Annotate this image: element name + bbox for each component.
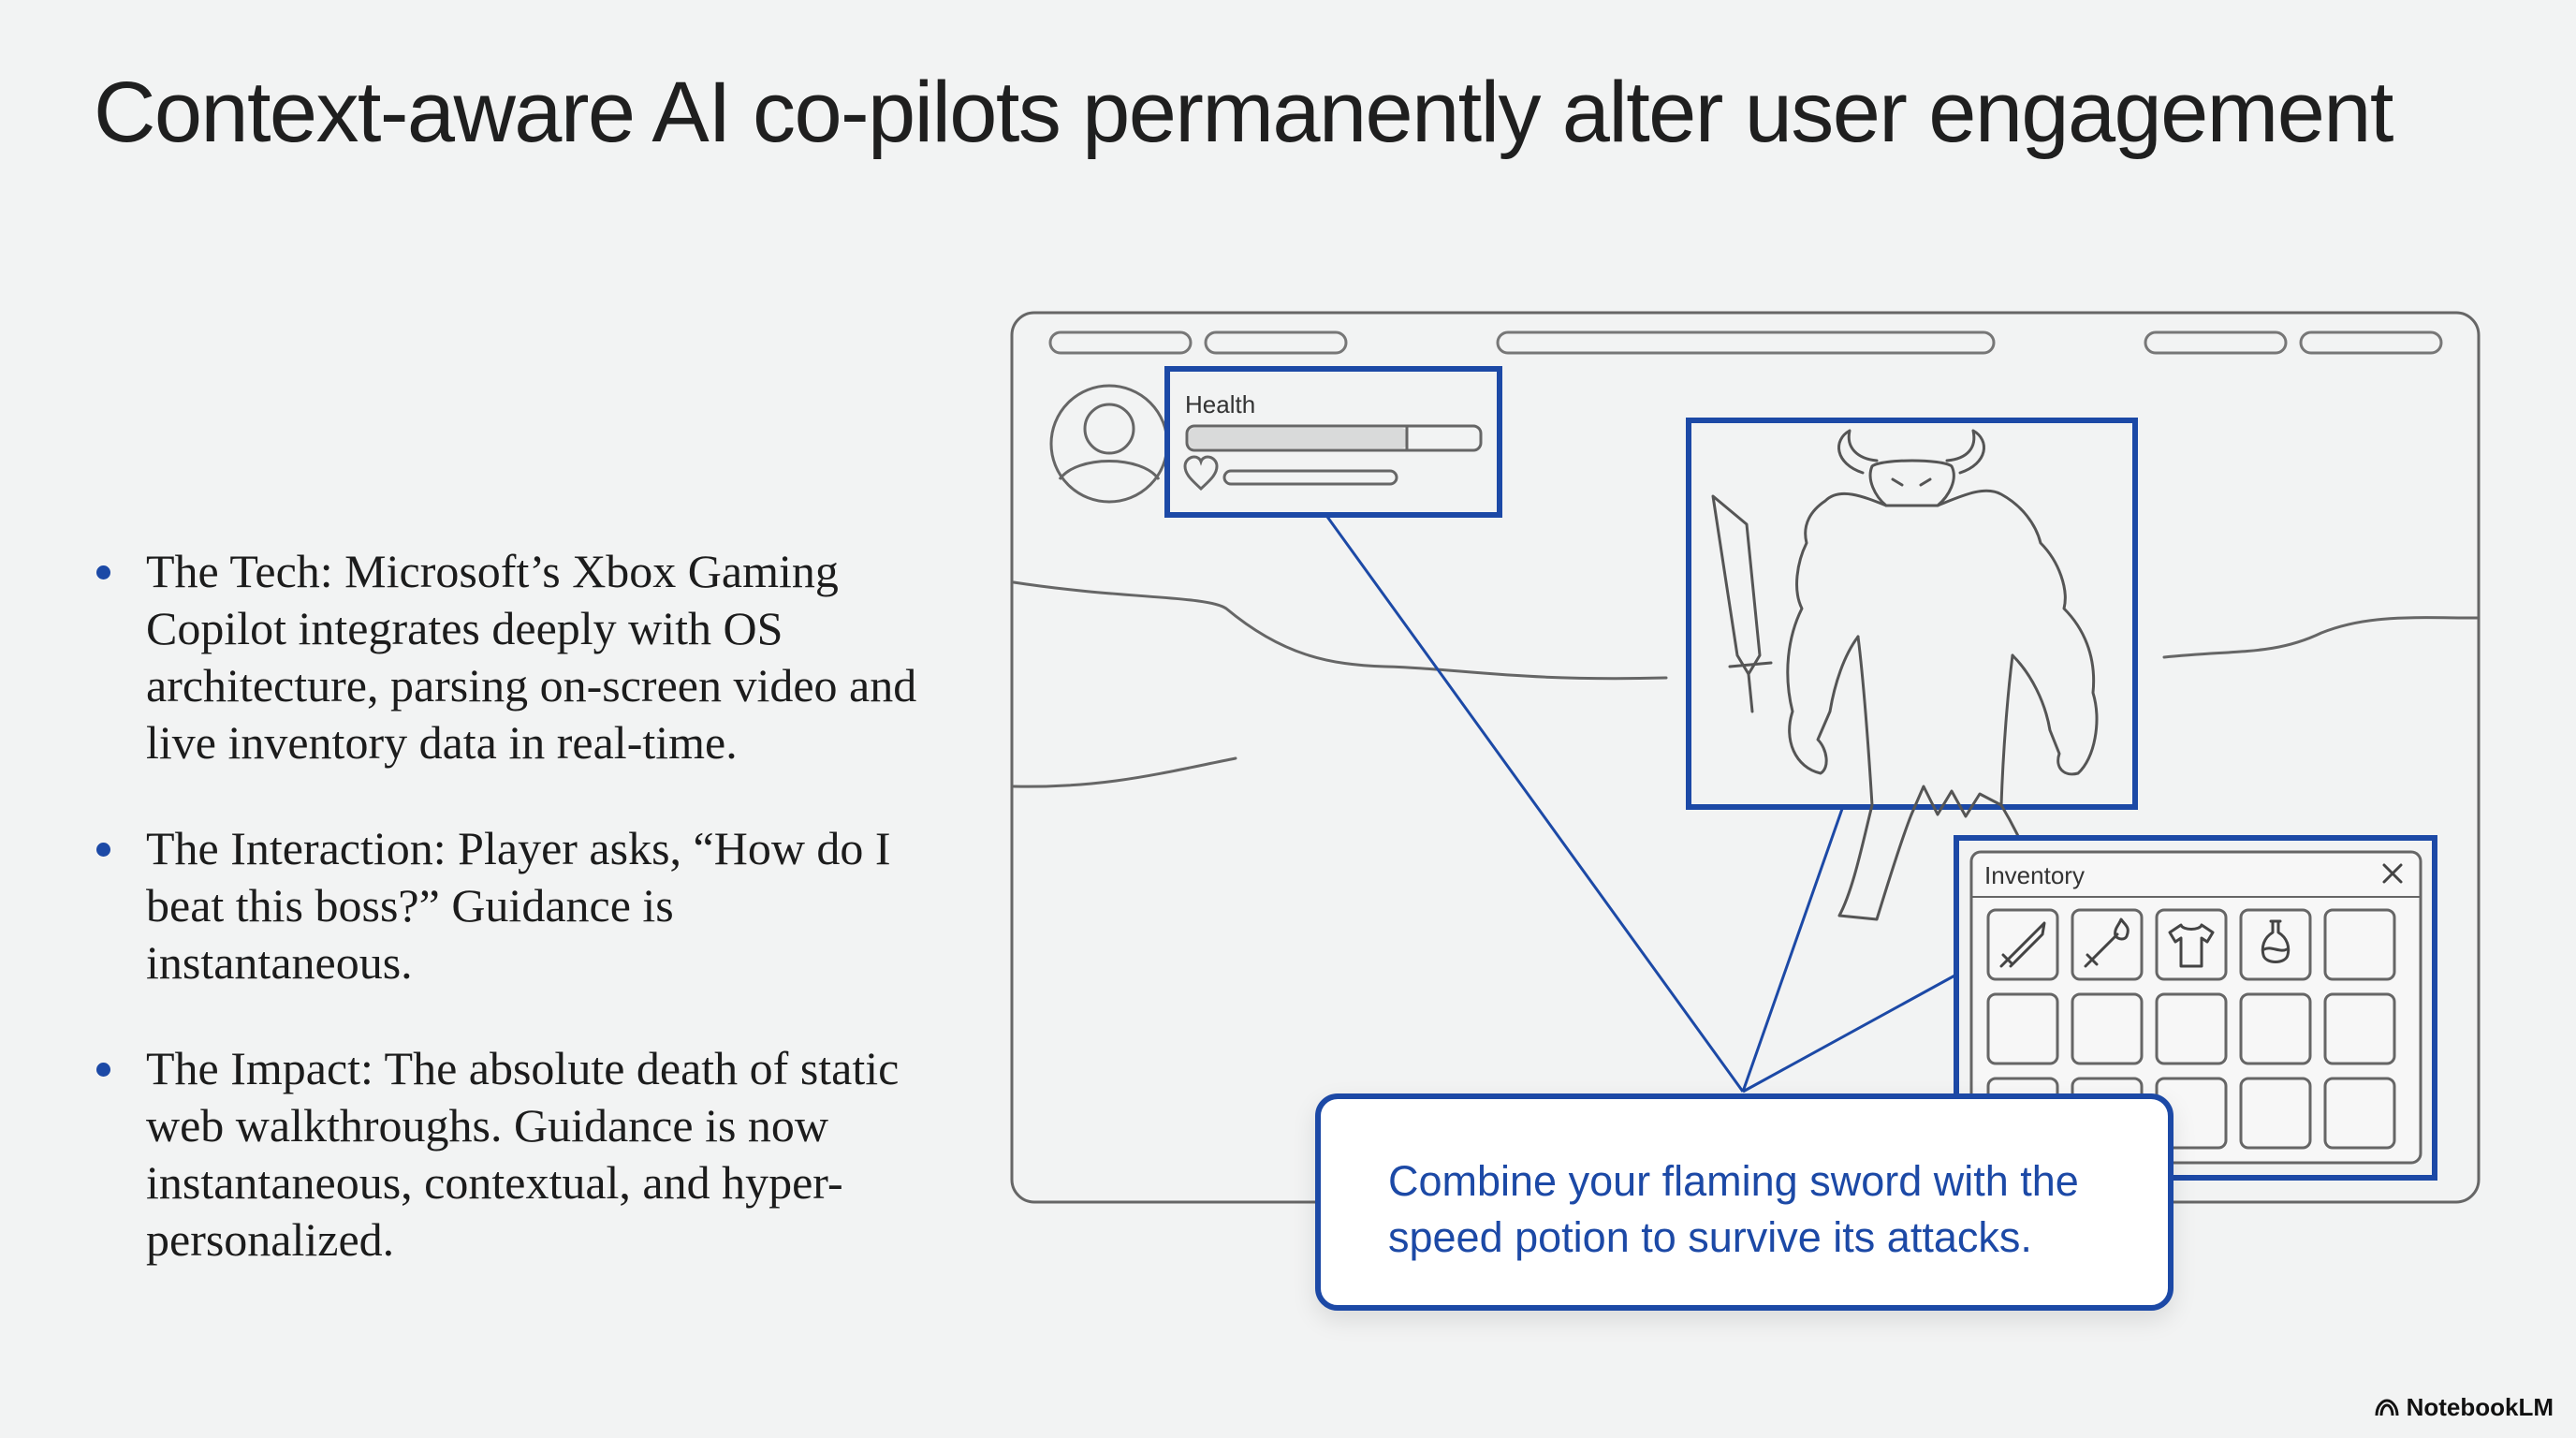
health-bar-fill (1189, 428, 1407, 448)
copilot-guidance-callout: Combine your flaming sword with the spee… (1315, 1093, 2174, 1311)
health-bar-track (1185, 424, 1483, 452)
inventory-title: Inventory (1984, 861, 2085, 889)
inventory-slot-frame (2239, 1077, 2312, 1150)
bullet-dot-icon (96, 843, 110, 857)
stamina-bar (1222, 469, 1398, 486)
shirt-icon (2168, 923, 2215, 968)
bullet-text: The Tech: Microsoft’s Xbox Gaming Copilo… (146, 545, 917, 769)
inventory-slot-frame (2071, 908, 2144, 981)
boss-panel (1686, 418, 2138, 921)
player-avatar (1049, 384, 1169, 504)
inventory-slot[interactable] (2155, 992, 2228, 1065)
brand-name: NotebookLM (2406, 1393, 2554, 1421)
terrain-ridge-left (1012, 580, 1668, 681)
inventory-slot[interactable] (2239, 992, 2312, 1065)
notebooklm-logo-icon (2375, 1398, 2399, 1416)
top-bar-pill (1204, 330, 1348, 355)
inventory-slot[interactable] (2323, 908, 2396, 981)
bullet-dot-icon (96, 1063, 110, 1077)
inventory-slot-frame (2155, 908, 2228, 981)
terrain-ridge-far (1012, 756, 1237, 788)
bullet-item-impact: The Impact: The absolute death of static… (94, 1040, 917, 1269)
inventory-slot[interactable] (2071, 908, 2144, 981)
inventory-slot-frame (2323, 1077, 2396, 1150)
inventory-slot[interactable] (1986, 908, 2059, 981)
top-bar-pill (2299, 330, 2443, 355)
heart-icon (1183, 455, 1219, 492)
inventory-slot-frame (1986, 992, 2059, 1065)
bullet-text: The Interaction: Player asks, “How do I … (146, 822, 891, 989)
inventory-slot[interactable] (1986, 992, 2059, 1065)
bullet-list: The Tech: Microsoft’s Xbox Gaming Copilo… (94, 543, 917, 1317)
terrain-ridge-right (2162, 616, 2479, 659)
inventory-slot[interactable] (2155, 908, 2228, 981)
top-bar-pill (2144, 330, 2288, 355)
inventory-slot-frame (2155, 992, 2228, 1065)
connector-to-health (1325, 516, 1745, 1093)
inventory-slot-frame (2071, 992, 2144, 1065)
top-bar-pill (1496, 330, 1996, 355)
game-top-bar (1048, 330, 2443, 355)
close-icon (2382, 863, 2403, 884)
inventory-slot[interactable] (2239, 908, 2312, 981)
copilot-guidance-text: Combine your flaming sword with the spee… (1388, 1157, 2079, 1261)
inventory-slot-frame (2239, 992, 2312, 1065)
connector-lines (1325, 516, 1959, 1093)
boss-panel-frame (1686, 418, 2138, 810)
sword-icon (1999, 921, 2046, 968)
health-label: Health (1185, 390, 1255, 418)
inventory-window (1969, 850, 2422, 1165)
bullet-dot-icon (96, 565, 110, 580)
inventory-slot-frame (2239, 908, 2312, 981)
inventory-slot[interactable] (2323, 1077, 2396, 1150)
avatar-shoulders (1058, 460, 1161, 480)
terrain-lines (1012, 580, 2479, 788)
avatar-head (1083, 403, 1135, 455)
bullet-item-tech: The Tech: Microsoft’s Xbox Gaming Copilo… (94, 543, 917, 771)
connector-to-boss (1741, 808, 1844, 1093)
bullet-item-interaction: The Interaction: Player asks, “How do I … (94, 820, 917, 991)
brand-logo: NotebookLM (2375, 1393, 2554, 1422)
inventory-slot[interactable] (2071, 992, 2144, 1065)
inventory-slot-frame (2323, 908, 2396, 981)
inventory-slot-frame (2323, 992, 2396, 1065)
inventory-slot[interactable] (2239, 1077, 2312, 1150)
potion-icon (2261, 919, 2291, 963)
bullet-text: The Impact: The absolute death of static… (146, 1042, 900, 1266)
flaming-sword-icon (2084, 917, 2130, 968)
inventory-slot-frame (1986, 908, 2059, 981)
health-panel: Health (1164, 366, 1502, 518)
inventory-slot[interactable] (2323, 992, 2396, 1065)
inventory-close-button[interactable] (2382, 863, 2403, 884)
top-bar-pill (1048, 330, 1193, 355)
slide-title: Context-aware AI co-pilots permanently a… (94, 65, 2393, 160)
connector-to-inventory (1742, 972, 1959, 1093)
